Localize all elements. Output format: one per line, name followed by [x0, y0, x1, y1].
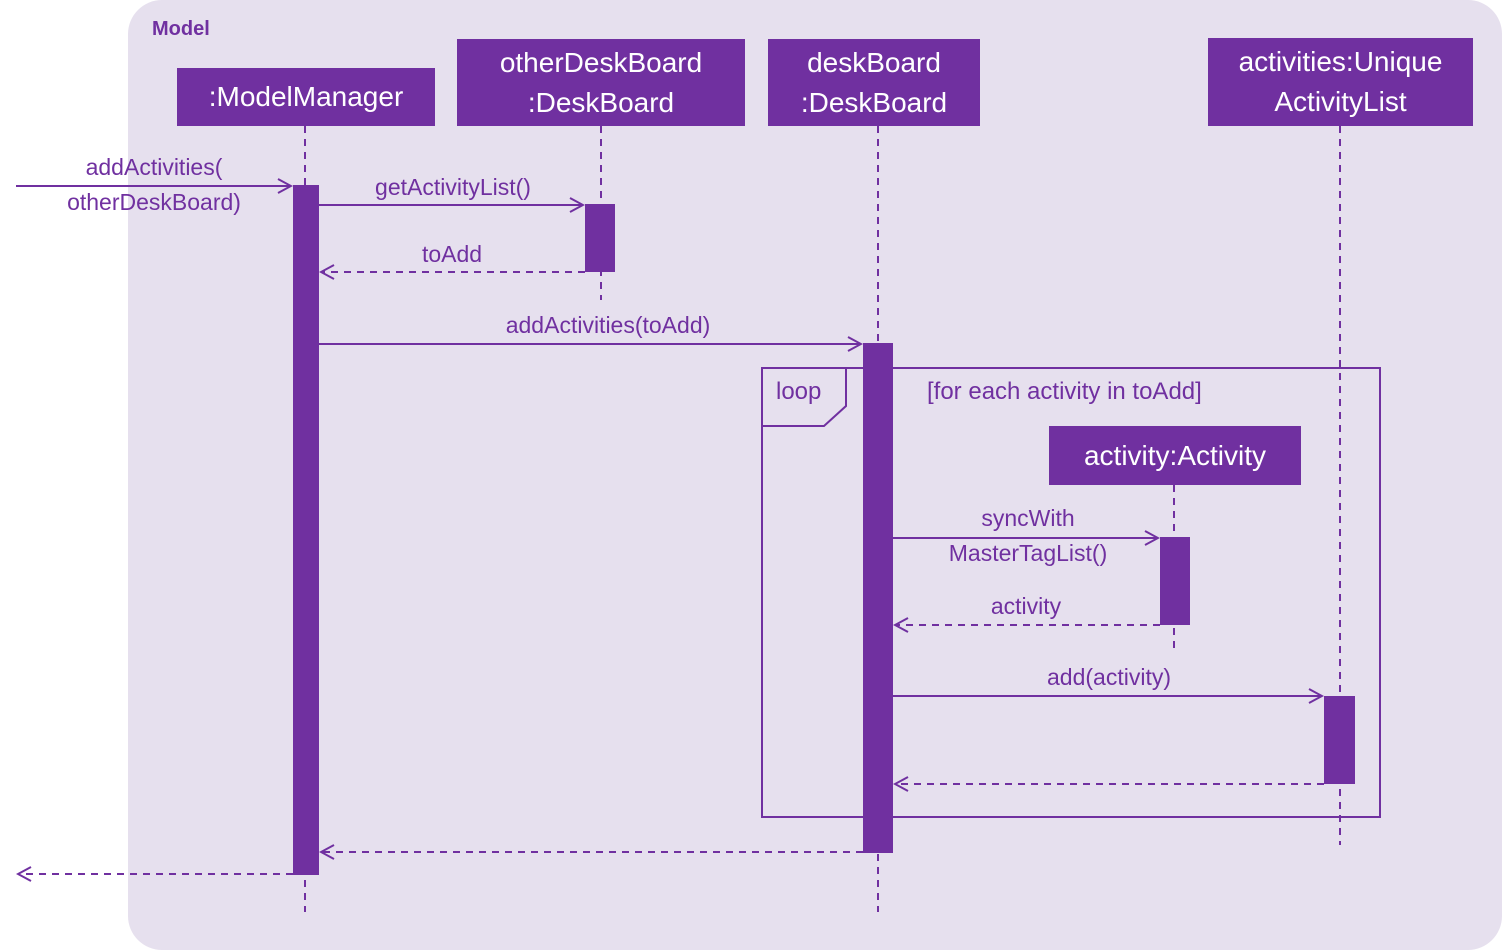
activation-activity: [1160, 537, 1190, 625]
activation-other-desk-board: [585, 204, 615, 272]
message-add-activity: add(activity): [1047, 664, 1171, 690]
participant-desk-board: deskBoard :DeskBoard: [768, 39, 980, 126]
activation-model-manager: [293, 185, 319, 875]
activation-desk-board: [863, 343, 893, 853]
participant-unique-activity-list-line2: ActivityList: [1274, 86, 1407, 117]
participant-other-desk-board: otherDeskBoard :DeskBoard: [457, 39, 745, 126]
message-to-add-return: toAdd: [421, 241, 483, 267]
loop-label: loop: [776, 378, 822, 405]
participant-other-desk-board-line1: otherDeskBoard: [499, 46, 703, 78]
participant-unique-activity-list: activities:Unique ActivityList: [1208, 38, 1473, 126]
participant-activity: activity:Activity: [1049, 426, 1301, 485]
participant-activity-label: activity:Activity: [1083, 439, 1267, 471]
message-sync-with-line1: syncWith: [981, 505, 1075, 531]
message-sync-with-line2: MasterTagList(): [948, 540, 1108, 566]
model-frame-label: Model: [152, 18, 210, 40]
participant-desk-board-line1: deskBoard: [807, 46, 941, 78]
message-get-activity-list: getActivityList(): [375, 174, 531, 200]
participant-model-manager: :ModelManager: [177, 68, 435, 126]
message-sync-with: syncWith MasterTagList(): [949, 501, 1107, 571]
message-add-activities-in-line2: otherDeskBoard): [67, 189, 241, 215]
message-add-activities-in-line1: addActivities(: [85, 154, 223, 180]
activation-unique-activity-list: [1324, 696, 1355, 784]
loop-fragment-tab: [762, 367, 847, 427]
loop-fragment: [761, 367, 1381, 818]
loop-guard: [for each activity in toAdd]: [927, 378, 1202, 405]
participant-other-desk-board-line2: :DeskBoard: [527, 86, 675, 118]
message-add-activities-in: addActivities( otherDeskBoard): [67, 150, 241, 220]
participant-desk-board-line2: :DeskBoard: [800, 86, 948, 118]
participant-unique-activity-list-line1: activities:Unique: [1238, 46, 1443, 77]
message-add-activities-to-add: addActivities(toAdd): [505, 312, 711, 338]
participant-model-manager-label: :ModelManager: [208, 81, 404, 112]
message-activity-return: activity: [990, 593, 1062, 619]
